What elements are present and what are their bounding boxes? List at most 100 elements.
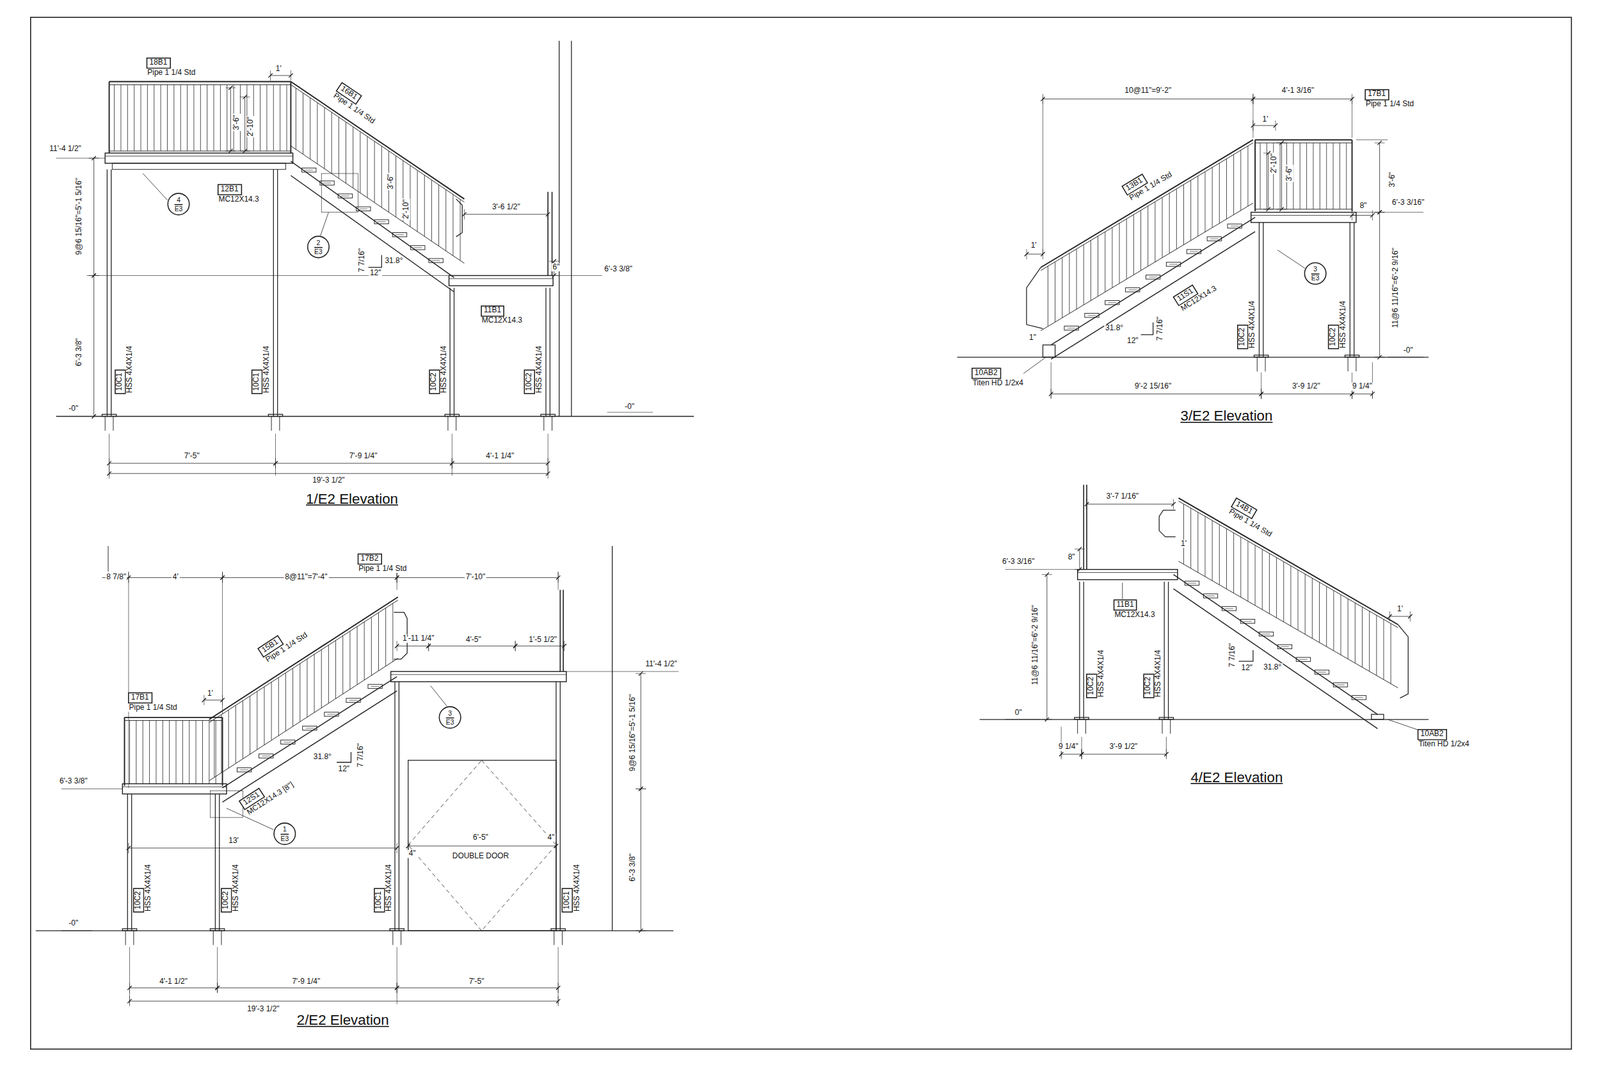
member-tag: 10C2HSS 4X4X1/4 — [133, 863, 153, 913]
picket — [1068, 253, 1070, 314]
dimension-label: 8" — [1066, 552, 1076, 562]
picket — [155, 720, 157, 784]
dimension-label: 12" — [368, 269, 383, 278]
member-tag: 10C2HSS 4X4X1/4 — [1143, 648, 1163, 699]
picket — [153, 84, 155, 152]
anchor — [1355, 357, 1357, 372]
dimension-line — [640, 673, 642, 789]
picket — [1154, 201, 1156, 262]
extension-line — [563, 640, 565, 651]
picket — [226, 84, 228, 152]
picket — [1269, 553, 1270, 614]
wall-line — [108, 545, 109, 572]
extension-line — [216, 982, 218, 993]
picket — [1233, 154, 1234, 215]
dimension-label: 2'-10" — [247, 115, 256, 138]
column — [1262, 222, 1264, 358]
picket — [193, 84, 194, 152]
dimension-line — [396, 987, 559, 989]
extension-line — [635, 788, 646, 790]
member-mark: 18B1 — [146, 57, 171, 69]
extension-line — [1374, 357, 1385, 358]
anchor — [1265, 357, 1266, 372]
picket — [1197, 512, 1199, 573]
dimension-label: 7'-5" — [183, 451, 201, 461]
picket — [1226, 158, 1227, 219]
picket — [1340, 594, 1342, 655]
member-size: MC12X14.3 — [1113, 609, 1156, 619]
landing-deck — [391, 671, 567, 682]
picket — [1304, 574, 1306, 635]
member-mark: 10C2 — [133, 887, 144, 912]
dimension-label: 31.8° — [1262, 663, 1283, 672]
extension-line — [1041, 719, 1053, 720]
dimension-label: 13' — [227, 836, 240, 845]
base-plate — [101, 414, 116, 416]
landing-deck — [122, 783, 227, 794]
picket — [1183, 503, 1184, 564]
picket — [266, 84, 267, 152]
stair-bottom-rail — [290, 145, 464, 264]
dimension-line — [428, 645, 516, 647]
picket — [1076, 248, 1078, 310]
base-plate — [1074, 717, 1089, 720]
dimension-label: 9'-2 15/16" — [1134, 382, 1173, 392]
extension-line — [547, 209, 549, 220]
anchor — [1085, 719, 1087, 734]
picket — [285, 672, 287, 731]
slope-triangle — [336, 752, 351, 763]
picket — [176, 720, 177, 784]
picket — [1197, 176, 1199, 237]
picket — [1383, 619, 1384, 680]
stair-tread — [1240, 619, 1255, 624]
stair-tread — [346, 698, 361, 703]
dimension-label: -0" — [67, 919, 80, 928]
dimension-label: 3'-6" — [386, 172, 395, 191]
dimension-label: 6'-3 3/8" — [603, 264, 634, 274]
picket — [173, 84, 175, 152]
dimension-label: 7'-9 1/4" — [291, 977, 322, 986]
picket — [295, 88, 297, 150]
dimension-line — [515, 645, 565, 647]
dimension-label: 0" — [1013, 709, 1023, 718]
stair-tread — [1064, 325, 1079, 330]
dimension-label: 3'-7 1/16" — [1105, 492, 1140, 502]
landing-deck — [449, 278, 554, 280]
anchor — [400, 930, 402, 945]
stair-tread — [320, 181, 335, 185]
picket — [328, 645, 329, 704]
dimension-label: 1' — [274, 65, 283, 74]
level-line — [1387, 357, 1424, 358]
picket — [314, 654, 315, 713]
picket — [302, 92, 304, 155]
picket — [309, 97, 311, 160]
handrail — [1397, 624, 1408, 699]
anchor — [1169, 719, 1171, 734]
picket — [213, 84, 215, 152]
sheet-reference: E3 — [172, 204, 185, 212]
picket — [279, 84, 281, 152]
dimension-line — [275, 462, 452, 464]
stair-tread — [349, 700, 358, 701]
extension-line — [225, 150, 236, 152]
stair-tread — [368, 684, 383, 688]
picket — [278, 677, 280, 736]
picket — [338, 117, 340, 179]
picket — [1083, 244, 1085, 305]
column — [1349, 222, 1351, 358]
anchor — [1256, 357, 1258, 372]
picket — [1097, 236, 1099, 297]
picket — [220, 714, 222, 773]
stringer — [1173, 588, 1378, 729]
drawing-line — [275, 433, 276, 476]
picket — [259, 84, 261, 152]
member-tag: 11B1MC12X14.3 — [480, 305, 523, 326]
stair-tread — [1206, 595, 1215, 596]
dimension-line — [1046, 574, 1048, 720]
stair-tread — [371, 686, 380, 687]
picket — [452, 194, 454, 256]
extension-line — [108, 458, 110, 469]
bottom-rail — [109, 150, 292, 152]
picket — [220, 84, 221, 152]
detail-number: 3 — [1311, 265, 1320, 274]
